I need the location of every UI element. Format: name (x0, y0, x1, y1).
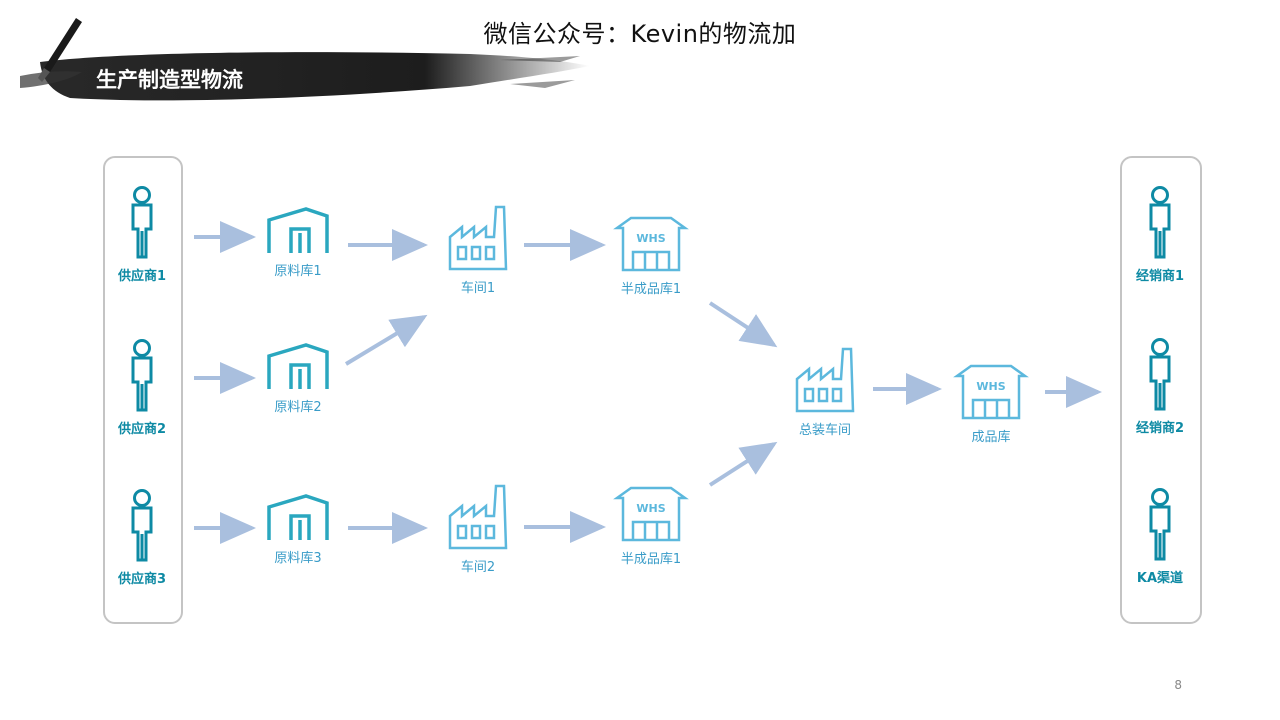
assembly-node: 总装车间 (785, 347, 865, 438)
person-icon (131, 186, 153, 259)
semi-finished-node-1: WHS 半成品库1 (606, 212, 696, 297)
distributor-label: 经销商1 (1135, 269, 1185, 284)
finished-goods-label: 成品库 (971, 430, 1011, 445)
warehouse-icon (267, 494, 329, 540)
person-icon (1149, 488, 1171, 561)
supplier-label: 供应商3 (117, 572, 167, 587)
arrow-semi2-assembly (708, 441, 778, 487)
factory-icon (448, 484, 508, 550)
semi-finished-node-2: WHS 半成品库1 (606, 482, 696, 567)
workshop-label: 车间1 (460, 281, 496, 296)
supplier-label: 供应商2 (117, 422, 167, 437)
raw-warehouse-node-1: 原料库1 (258, 206, 338, 279)
person-icon (1149, 186, 1171, 259)
supplier-node-2: 供应商2 (104, 338, 180, 437)
workshop-label: 车间2 (460, 560, 496, 575)
raw-warehouse-label: 原料库2 (274, 400, 322, 415)
brush-icon (38, 18, 82, 82)
page-number: 8 (1174, 678, 1182, 692)
whs-text: WHS (636, 232, 665, 245)
whs-text: WHS (976, 380, 1005, 393)
factory-icon (448, 205, 508, 271)
raw-warehouse-node-2: 原料库2 (258, 342, 338, 415)
supplier-node-1: 供应商1 (104, 185, 180, 284)
arrow-raw2-workshop1 (344, 314, 428, 366)
section-title: 生产制造型物流 (96, 68, 243, 92)
distributor-node-1: 经销商1 (1121, 185, 1199, 284)
person-icon (131, 489, 153, 562)
semi-finished-label: 半成品库1 (620, 282, 682, 297)
suppliers-group-box (103, 156, 183, 624)
distributor-label: KA渠道 (1136, 571, 1184, 586)
factory-icon (795, 347, 855, 413)
raw-warehouse-label: 原料库1 (274, 264, 322, 279)
distributor-label: 经销商2 (1135, 421, 1185, 436)
supplier-label: 供应商1 (117, 269, 167, 284)
finished-goods-node: WHS 成品库 (946, 360, 1036, 445)
slide-title: 微信公众号：Kevin的物流加 (483, 20, 797, 48)
workshop-node-2: 车间2 (438, 484, 518, 575)
arrow-semi1-assembly (708, 301, 778, 348)
workshop-node-1: 车间1 (438, 205, 518, 296)
supplier-node-3: 供应商3 (104, 488, 180, 587)
warehouse-icon (267, 207, 329, 253)
person-icon (1149, 338, 1171, 411)
warehouse-icon (267, 343, 329, 389)
raw-warehouse-label: 原料库3 (274, 551, 322, 566)
assembly-label: 总装车间 (798, 423, 851, 438)
person-icon (131, 339, 153, 412)
whs-warehouse-icon: WHS (613, 486, 689, 542)
distributors-group-box (1120, 156, 1202, 624)
whs-text: WHS (636, 502, 665, 515)
brush-stroke-banner (20, 52, 590, 101)
raw-warehouse-node-3: 原料库3 (258, 493, 338, 566)
distributor-node-2: 经销商2 (1121, 337, 1199, 436)
distributor-node-3: KA渠道 (1121, 487, 1199, 586)
semi-finished-label: 半成品库1 (620, 552, 682, 567)
whs-warehouse-icon: WHS (613, 216, 689, 272)
whs-warehouse-icon: WHS (953, 364, 1029, 420)
